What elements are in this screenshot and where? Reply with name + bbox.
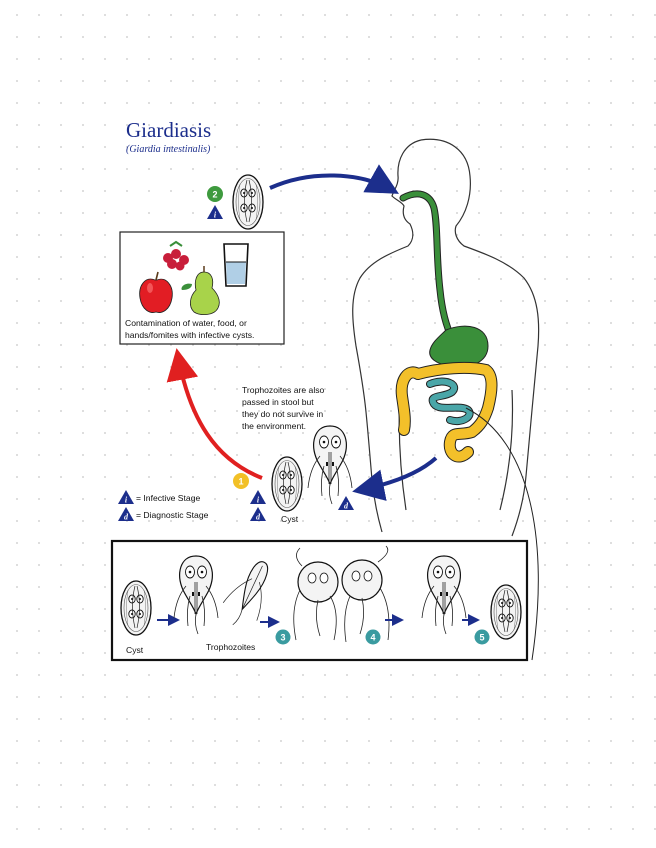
ingestion-arrow bbox=[269, 164, 399, 194]
svg-text:d: d bbox=[256, 513, 261, 522]
step-4-badge: 4 bbox=[365, 629, 381, 645]
infective-stage-triangle: i bbox=[207, 205, 223, 220]
svg-text:they do not survive in: they do not survive in bbox=[242, 409, 323, 419]
step-1-badge: 1 bbox=[233, 473, 249, 489]
svg-text:the environment.: the environment. bbox=[242, 421, 306, 431]
contamination-text-line2: hands/fomites with infective cysts. bbox=[125, 330, 254, 340]
water-glass-icon bbox=[223, 243, 249, 287]
svg-text:5: 5 bbox=[479, 633, 484, 643]
environment-arrow bbox=[166, 348, 263, 480]
step-2-badge: 2 bbox=[207, 186, 223, 202]
digestive-tract bbox=[395, 190, 498, 463]
svg-text:2: 2 bbox=[212, 190, 217, 200]
svg-text:4: 4 bbox=[370, 633, 375, 643]
svg-text:d: d bbox=[344, 502, 349, 511]
pear-icon bbox=[181, 266, 220, 316]
step-3-badge: 3 bbox=[275, 629, 291, 645]
step-5-badge: 5 bbox=[474, 629, 490, 645]
dividing-trophozoites bbox=[293, 545, 390, 643]
intestine-detail-pointer bbox=[465, 407, 539, 661]
box-cyst-final bbox=[490, 584, 522, 640]
diagnostic-stage-triangle: d bbox=[338, 496, 354, 511]
stool-trophozoite bbox=[307, 425, 353, 505]
cyst-label: Cyst bbox=[281, 514, 299, 524]
contamination-text-line1: Contamination of water, food, or bbox=[125, 318, 247, 328]
svg-text:i: i bbox=[125, 496, 128, 505]
box-cyst-label: Cyst bbox=[126, 645, 144, 655]
svg-text:i: i bbox=[214, 211, 217, 220]
excretion-arrow bbox=[352, 456, 438, 501]
trophozoite-note: Trophozoites are also passed in stool bu… bbox=[242, 385, 325, 431]
svg-text:3: 3 bbox=[280, 633, 285, 643]
box-trophozoites-label: Trophozoites bbox=[206, 642, 255, 652]
cyst-infective-triangle: i bbox=[250, 490, 266, 505]
contamination-box: Contamination of water, food, or hands/f… bbox=[119, 231, 285, 345]
legend-infective-label: = Infective Stage bbox=[136, 493, 200, 503]
legend-infective-symbol: i bbox=[118, 490, 134, 505]
apple-icon bbox=[139, 271, 173, 313]
stool-cyst bbox=[271, 456, 303, 512]
legend: i = Infective Stage d = Diagnostic Stage bbox=[118, 490, 209, 522]
ingested-cyst bbox=[232, 174, 264, 230]
box-trophozoite-2 bbox=[222, 561, 269, 626]
svg-text:Trophozoites are also: Trophozoites are also bbox=[242, 385, 325, 395]
svg-text:i: i bbox=[257, 496, 260, 505]
intestinal-stages-box: Cyst Trophozoites 3 bbox=[110, 539, 529, 662]
diagram-subtitle: (Giardia intestinalis) bbox=[126, 144, 211, 155]
diagram-title: Giardiasis bbox=[126, 118, 211, 142]
legend-diagnostic-symbol: d bbox=[118, 507, 134, 522]
cyst-diagnostic-triangle: d bbox=[250, 507, 266, 522]
raspberry-icon bbox=[163, 240, 189, 271]
svg-text:passed in stool but: passed in stool but bbox=[242, 397, 314, 407]
legend-diagnostic-label: = Diagnostic Stage bbox=[136, 510, 209, 520]
svg-text:d: d bbox=[124, 513, 129, 522]
svg-text:1: 1 bbox=[238, 477, 243, 487]
box-cyst bbox=[120, 580, 152, 636]
